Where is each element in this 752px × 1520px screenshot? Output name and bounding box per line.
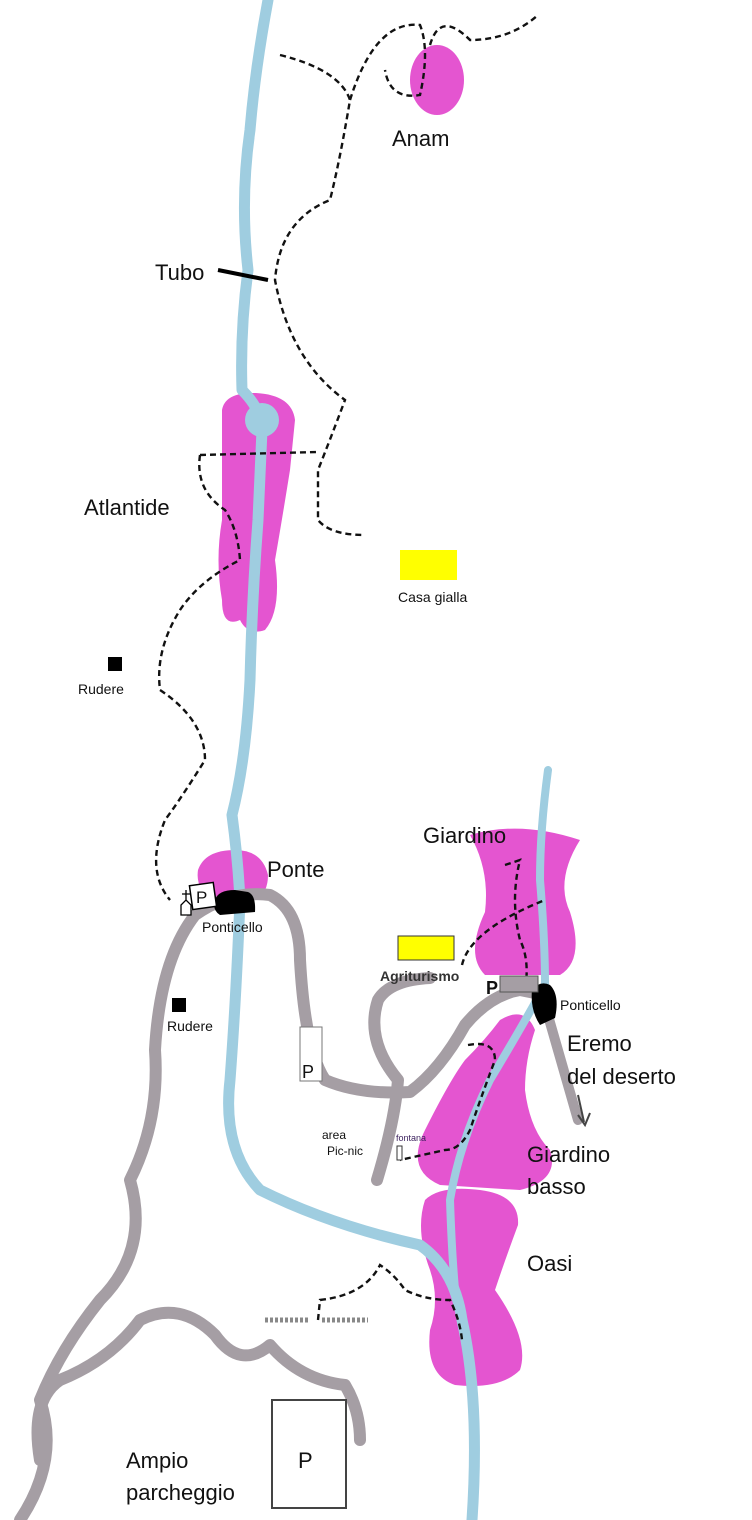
main-road [14,888,551,1520]
casa-gialla-house [400,550,457,580]
label-oasi: Oasi [527,1251,572,1276]
parking-symbol: P [302,1062,314,1082]
label-atlantide: Atlantide [84,495,170,520]
ponticello-bridge-left [214,890,256,915]
parking-symbol: P [196,888,207,907]
label-giardino: Giardino [423,823,506,848]
main-river [223,0,480,1520]
zone-anam[interactable] [410,45,464,115]
river-pool [245,403,279,437]
lower-road [31,1306,366,1466]
parking-area-giardino [499,975,539,993]
trail-giardino-basso[interactable] [399,1042,497,1162]
label-ponticello-left: Ponticello [202,919,263,935]
zone-giardino-basso[interactable] [417,1014,552,1190]
parking-symbol: P [486,978,498,998]
eremo-road [540,1000,583,1125]
trail-atlantide[interactable] [155,450,319,901]
trail-giardino[interactable] [460,858,546,991]
rudere-top-marker [108,657,122,671]
label-area: area [322,1128,346,1142]
label-eremo-line1: Eremo [567,1031,632,1056]
chapel-icon [180,890,192,916]
label-parcheggio: parcheggio [126,1480,235,1505]
parking-sign-road [299,1026,323,1082]
parking-sign-ponte [188,881,218,911]
label-agriturismo: Agriturismo [380,968,459,984]
label-anam: Anam [392,126,449,151]
label-fontana: fontana [396,1133,426,1143]
agriturismo-house [397,935,455,961]
label-ponte: Ponte [267,857,325,882]
label-tubo: Tubo [155,260,204,285]
trail-oasi[interactable] [316,1263,464,1341]
label-giardino-basso-line1: Giardino [527,1142,610,1167]
ampio-parcheggio-lot[interactable] [271,1399,347,1509]
trail-upper[interactable] [273,53,366,537]
rudere-bottom-marker [172,998,186,1012]
zone-giardino[interactable] [470,828,580,975]
label-giardino-basso-line2: basso [527,1174,586,1199]
label-pic-nic: Pic-nic [327,1144,363,1158]
tubo-pipe [217,268,269,282]
label-rudere-top: Rudere [78,681,124,697]
side-road [368,972,436,1186]
arrow-head-icon [577,1112,591,1128]
label-ponticello-right: Ponticello [560,997,621,1013]
zone-oasi[interactable] [421,1188,523,1386]
fontana-icon [396,1145,403,1161]
label-rudere-bottom: Rudere [167,1018,213,1034]
label-eremo-line2: del deserto [567,1064,676,1089]
parking-symbol: P [298,1448,313,1473]
ponticello-bridge-right [531,983,557,1025]
arrow-icon [577,1094,585,1123]
label-casa-gialla: Casa gialla [398,589,467,605]
side-river [446,766,552,1304]
label-ampio: Ampio [126,1448,188,1473]
trail-anam[interactable] [348,14,539,101]
